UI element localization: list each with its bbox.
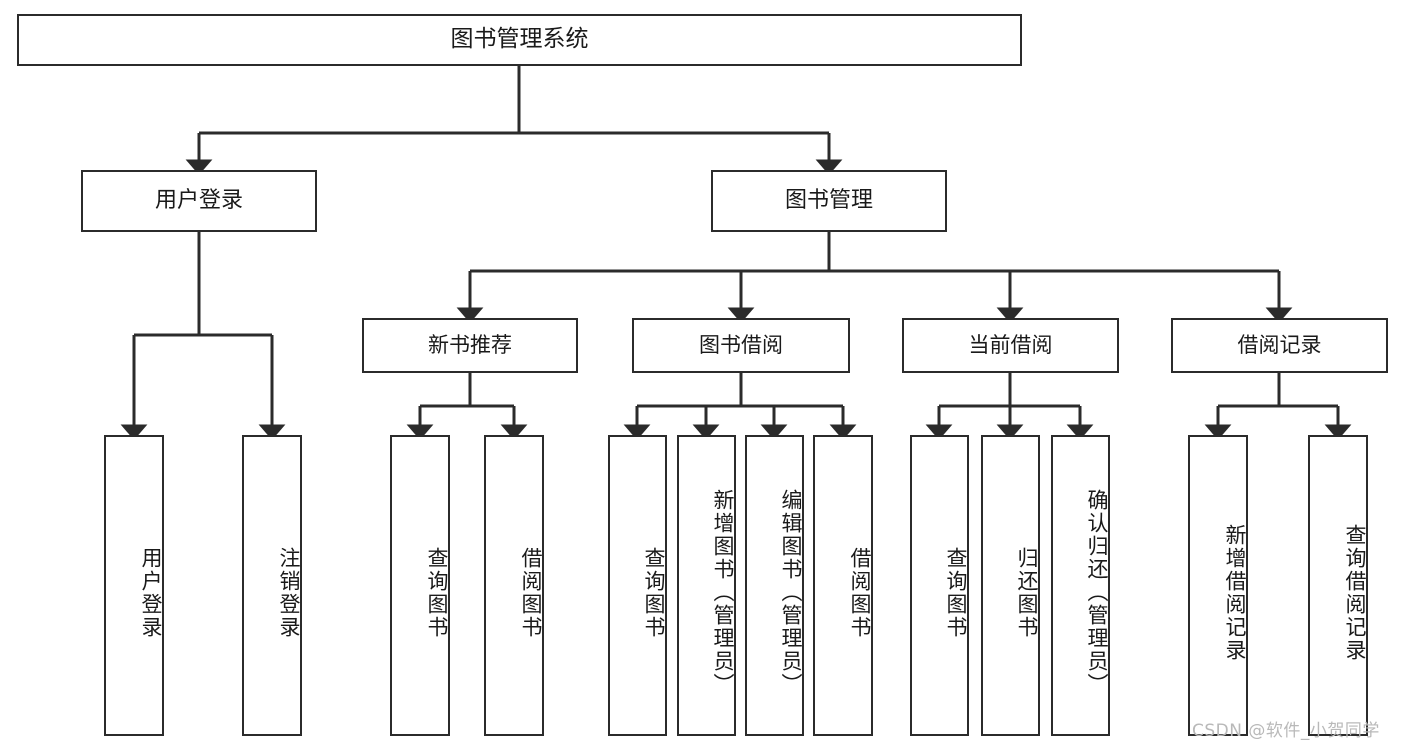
node-label: 查询借阅记录: [1343, 523, 1367, 662]
node-current-borrow[interactable]: 当前借阅: [902, 318, 1119, 373]
node-label: 新增图书（管理员）: [711, 489, 735, 696]
node-leaf-return-book[interactable]: 归还图书: [981, 435, 1040, 736]
node-root[interactable]: 图书管理系统: [17, 14, 1022, 66]
node-label: 图书管理系统: [450, 26, 589, 53]
node-label: 借阅图书: [848, 546, 872, 639]
node-label: 用户登录: [154, 187, 243, 213]
node-leaf-add-book[interactable]: 新增图书（管理员）: [677, 435, 736, 736]
node-leaf-query-book-1[interactable]: 查询图书: [390, 435, 450, 736]
node-label: 确认归还（管理员）: [1085, 489, 1109, 696]
node-leaf-user-logout[interactable]: 注销登录: [242, 435, 302, 736]
node-label: 借阅图书: [519, 546, 543, 639]
node-label: 当前借阅: [968, 332, 1053, 357]
node-leaf-query-book-2[interactable]: 查询图书: [608, 435, 667, 736]
node-label: 查询图书: [642, 546, 666, 639]
node-label: 图书借阅: [699, 332, 783, 357]
node-leaf-confirm-return[interactable]: 确认归还（管理员）: [1051, 435, 1110, 736]
node-leaf-borrow-book-1[interactable]: 借阅图书: [484, 435, 544, 736]
node-leaf-borrow-book-2[interactable]: 借阅图书: [813, 435, 873, 736]
node-leaf-add-record[interactable]: 新增借阅记录: [1188, 435, 1248, 736]
node-borrow-record[interactable]: 借阅记录: [1171, 318, 1388, 373]
node-label: 查询图书: [425, 546, 449, 639]
node-new-book-recommend[interactable]: 新书推荐: [362, 318, 578, 373]
node-label: 新书推荐: [428, 332, 512, 357]
node-label: 借阅记录: [1237, 332, 1322, 357]
node-label: 图书管理: [784, 187, 873, 213]
node-label: 编辑图书（管理员）: [779, 489, 803, 696]
node-leaf-query-book-3[interactable]: 查询图书: [910, 435, 969, 736]
node-label: 注销登录: [277, 546, 301, 639]
node-leaf-query-record[interactable]: 查询借阅记录: [1308, 435, 1368, 736]
node-label: 用户登录: [139, 546, 163, 639]
node-label: 新增借阅记录: [1223, 523, 1247, 662]
node-leaf-edit-book[interactable]: 编辑图书（管理员）: [745, 435, 804, 736]
node-label: 查询图书: [944, 546, 968, 639]
node-book-borrow[interactable]: 图书借阅: [632, 318, 850, 373]
node-book-manage[interactable]: 图书管理: [711, 170, 947, 232]
node-label: 归还图书: [1015, 546, 1039, 639]
node-leaf-user-login[interactable]: 用户登录: [104, 435, 164, 736]
node-user-login[interactable]: 用户登录: [81, 170, 317, 232]
